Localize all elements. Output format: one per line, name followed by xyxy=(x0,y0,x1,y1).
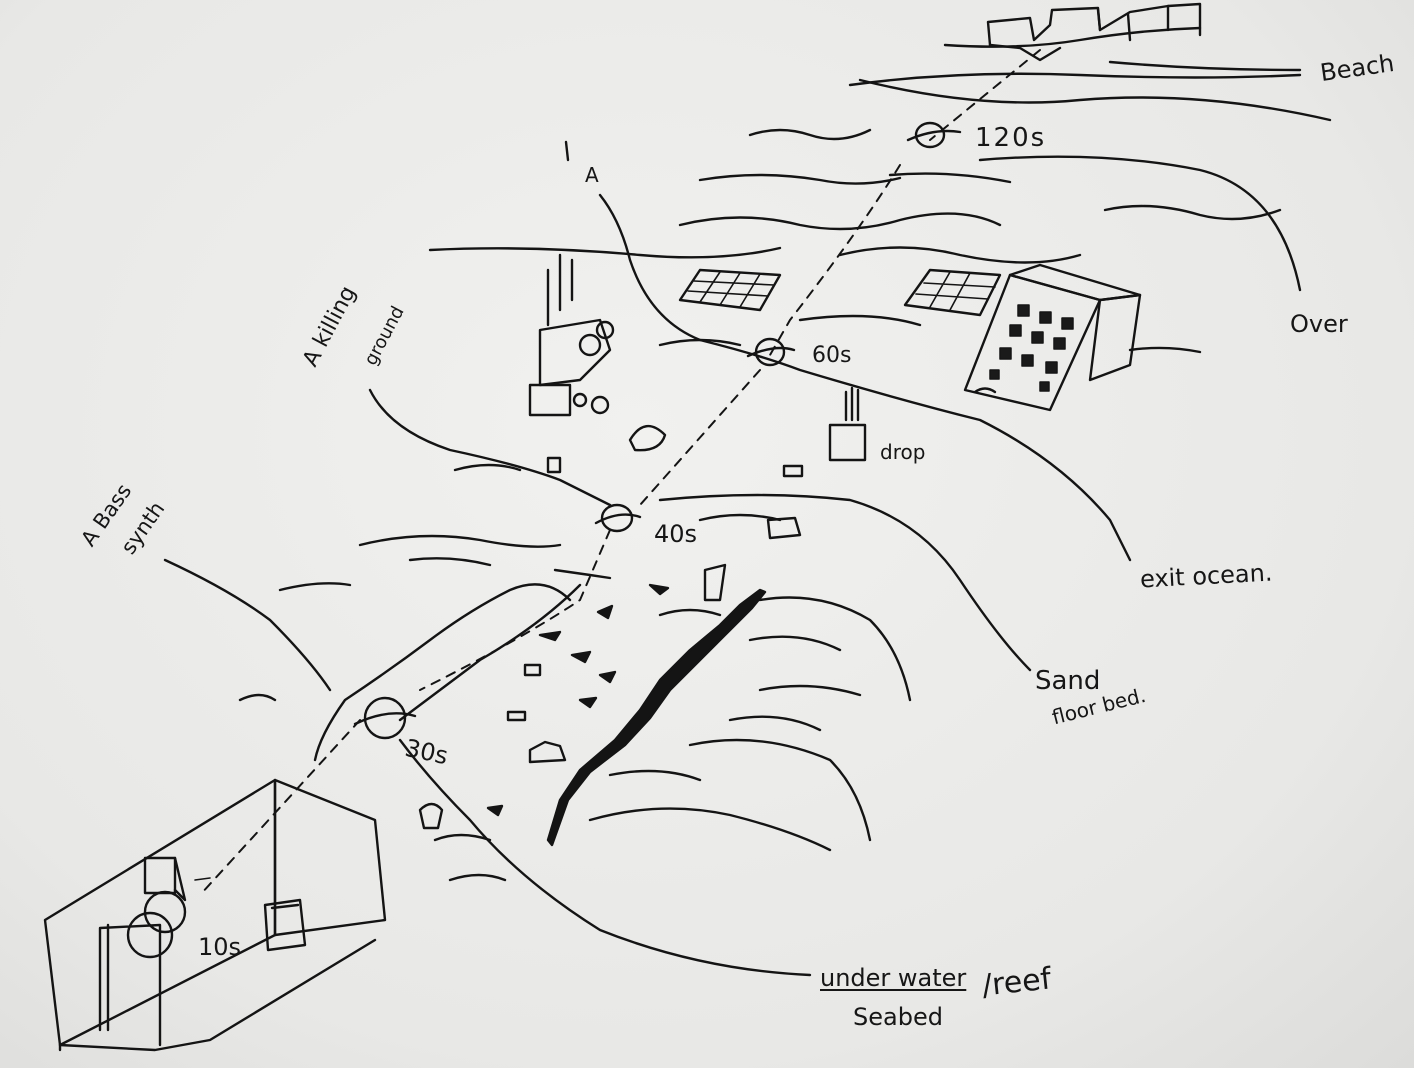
grid-pads xyxy=(678,268,1002,317)
label-seabed: Seabed xyxy=(853,1003,943,1031)
label-40s: 40s xyxy=(654,520,698,548)
route-lines xyxy=(163,193,1132,977)
beach-cliffs xyxy=(848,2,1332,122)
sea-floor-waves xyxy=(238,463,912,882)
label-10s: 10s xyxy=(198,933,242,961)
label-120s: 120s xyxy=(975,123,1047,153)
journey-path xyxy=(199,49,1041,896)
scattered-objects xyxy=(418,253,867,830)
label-under-water: under water xyxy=(820,964,967,992)
label-drop: drop xyxy=(880,440,926,464)
label-exit-ocean: exit ocean. xyxy=(1139,558,1274,594)
label-reef: /reef xyxy=(980,961,1053,1004)
building xyxy=(963,263,1142,412)
label-over: Over xyxy=(1290,310,1348,338)
ocean-waves xyxy=(428,128,1302,354)
label-60s: 60s xyxy=(812,343,852,368)
label-sand: Sand xyxy=(1035,666,1101,696)
reef-crack xyxy=(546,588,767,847)
time-markers xyxy=(126,121,962,959)
label-a-marker: A xyxy=(585,163,599,187)
tick-mark xyxy=(564,140,570,162)
starting-room xyxy=(43,778,387,1052)
